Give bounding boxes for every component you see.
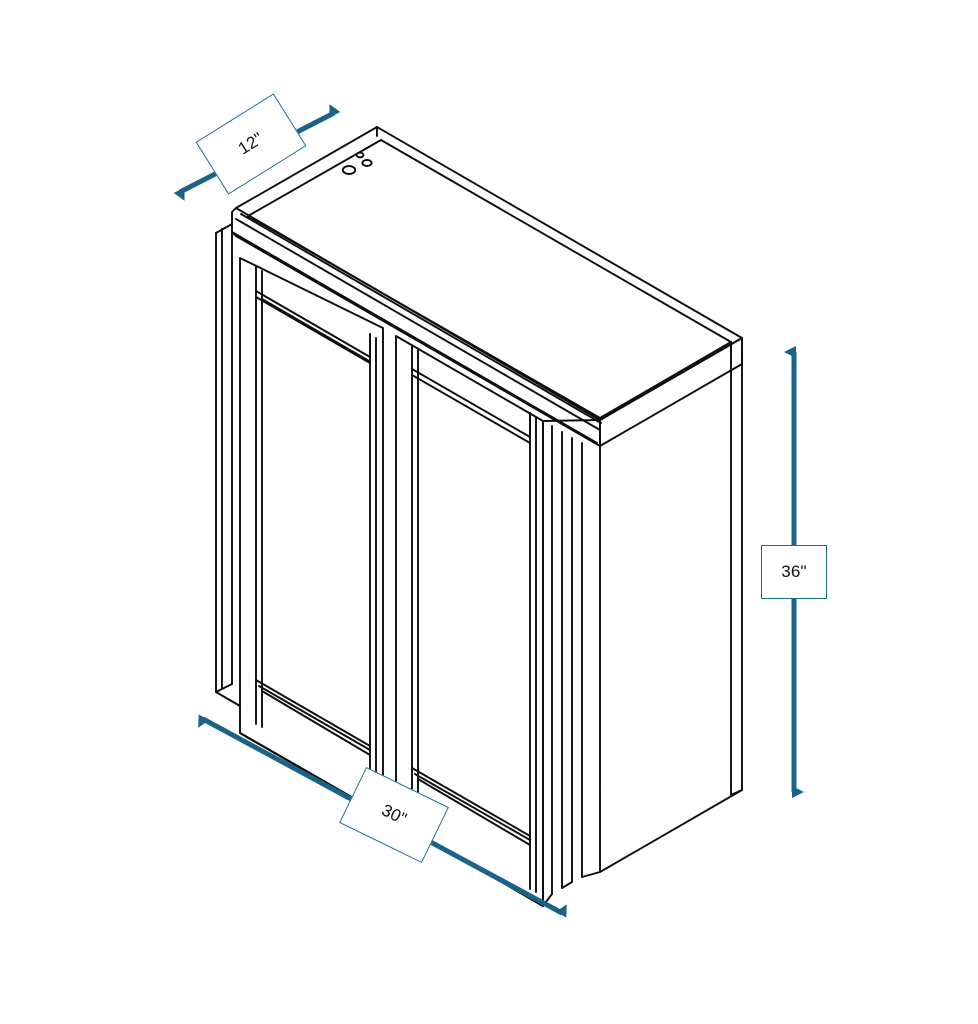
cabinet-right-side-panel [599, 337, 743, 873]
mounting-hole-icon [355, 151, 365, 159]
left-door [239, 257, 384, 816]
cabinet-top-panel [231, 126, 743, 447]
cabinet-face-frame-right [542, 419, 601, 907]
cabinet-bottom-edge [215, 691, 241, 707]
height-dimension-label: 36" [761, 545, 827, 599]
mounting-hole-icon [361, 159, 373, 167]
cabinet-body [215, 126, 743, 907]
mounting-hole-icon [341, 165, 357, 175]
cabinet-left-side-edge [215, 223, 233, 693]
top-panel-mounting-holes [341, 151, 373, 175]
